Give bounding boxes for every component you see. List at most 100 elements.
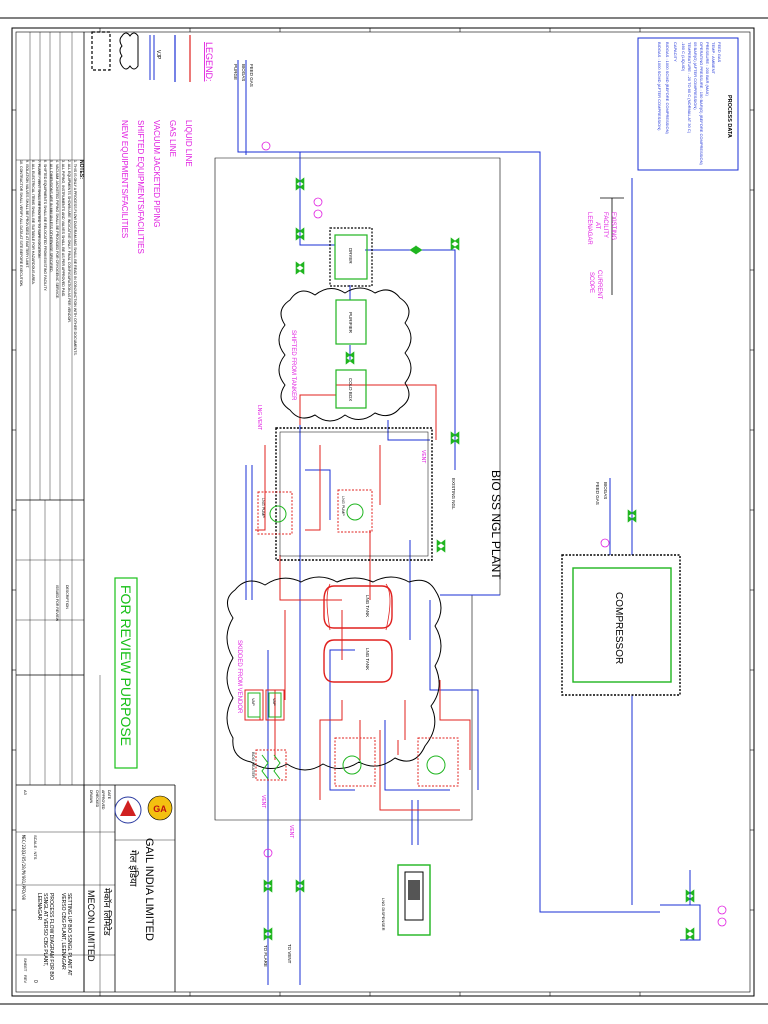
new-equipment-inner <box>279 431 429 557</box>
process-data-line: OPERATING PRESSURE : 150 BAR(G) (BEFORE … <box>699 42 704 166</box>
scale-label: SCALE : NTS <box>33 835 38 860</box>
approved-label: APPROVED <box>101 790 105 810</box>
consultant-name: MECON LIMITED <box>86 890 96 962</box>
bog-heater-label: BOG HEATER <box>251 752 256 778</box>
instrument-icon <box>313 197 323 207</box>
vap-2-inner <box>268 692 282 718</box>
valve-icon <box>263 927 273 941</box>
valves <box>263 177 695 941</box>
dispenser-label: LNG DISPENSER <box>381 898 386 931</box>
valve-icon <box>450 431 460 445</box>
vap-1-inner <box>247 692 261 718</box>
existing-facility-3: AT <box>594 222 600 230</box>
date-label: DATE <box>107 790 111 800</box>
vent-label: VENT <box>288 825 294 838</box>
legend-shifted: SHIFTED EQUIPMENTS/FACILITIES <box>136 120 145 254</box>
pump-enclosure-1 <box>257 491 293 535</box>
purifier-label: PURIFIER <box>348 312 353 334</box>
drawing-title-2: SSNGL AT VERSO CBG PLANT, <box>42 893 48 966</box>
vap-1-label: VAP <box>251 698 256 706</box>
drawing-title-1: PROCESS FLOW DIAGRAM FOR BIO <box>48 893 54 980</box>
sheet-label: SHEET <box>23 958 28 972</box>
pump-icon <box>342 755 362 775</box>
legend-gas: GAS LINE <box>168 120 177 157</box>
note-item: 9. ISOLATION VALVES SHALL BE PROVIDED AT… <box>25 160 29 268</box>
vap-2-box <box>265 689 285 721</box>
gail-logo-mark: GA <box>153 804 167 814</box>
valve-icon <box>295 261 305 275</box>
checked-label: CHECKED <box>95 790 99 808</box>
instrument-icon <box>313 209 323 219</box>
note-item: 10. CONTRACTOR SHALL VERIFY ALL DATA AT … <box>19 160 23 287</box>
left-strip <box>16 32 176 992</box>
client-hindi: गेल इंडिया <box>127 850 139 887</box>
pump-2-label: LNG PUMP <box>341 496 345 516</box>
coldbox-label: COLD BOX <box>348 378 353 401</box>
pump-enclosure-3 <box>334 737 376 787</box>
bog-heater-coil <box>261 754 281 780</box>
liquid-lines <box>255 384 471 811</box>
coldbox-box <box>335 369 367 409</box>
process-data-line: TEMP : AMBIENT <box>711 42 716 74</box>
title-block: GA GAIL INDIA LIMITED गेल इंडिया MECON L… <box>21 585 173 984</box>
skid-from-vendor: SKIDDED FROM VENDOR <box>236 640 242 714</box>
gail-logo-icon <box>147 795 173 821</box>
note-item: 5. ALL DIMENSIONS ARE IN MM UNLESS OTHER… <box>49 160 53 273</box>
stream-vent-out: TO VENT <box>287 944 292 964</box>
sheet-border <box>11 27 755 997</box>
stream-bio-in-2: BIOGAS <box>603 482 608 499</box>
pump-enclosure-4 <box>417 737 459 787</box>
lng-tank-1 <box>323 585 393 629</box>
existing-facility-1: EXISTING <box>610 212 616 240</box>
legend-title: LEGEND: <box>204 42 214 82</box>
valve-icon <box>295 879 305 893</box>
project-title-1: SETTING UP BIO SSNGL PLANT AT <box>66 893 72 976</box>
purifier-box <box>335 299 367 345</box>
valve-icon <box>295 227 305 241</box>
client-name: GAIL INDIA LIMITED <box>143 838 155 941</box>
mecon-logo-triangle <box>120 800 136 816</box>
new-equipment-enclosure <box>275 427 433 561</box>
rev-number: 0 <box>32 980 38 983</box>
current-scope-1: CURRENT <box>596 270 602 300</box>
stream-to-flare: TO FLARE <box>263 945 268 967</box>
dispenser-screen <box>408 880 420 900</box>
legend-vjp-label: VJP <box>155 50 161 60</box>
gas-lines <box>237 60 660 985</box>
valve-icon <box>627 509 637 523</box>
note-item: 2. ALL EQUIPMENTS SHOWN ARE INDICATIVE O… <box>67 160 71 323</box>
dispenser-body <box>404 871 424 921</box>
plant-title: BIO SS NGL PLANT <box>489 470 503 580</box>
valve-icon <box>436 539 446 553</box>
pump-icon <box>426 755 446 775</box>
legend-new-symbol <box>91 31 111 71</box>
dryer-enclosure <box>329 227 373 287</box>
sheet-inner-border <box>15 31 751 993</box>
process-data-title: PROCESS DATA <box>726 95 732 138</box>
pump-1-label: LNG PUMP <box>261 498 265 518</box>
note-item: 4. VACUUM JACKETED PIPING SHALL BE PROVI… <box>55 160 59 299</box>
process-data-line: BIOGAS : 1000 SCMD (AFTER COMPRESSION) <box>657 42 662 131</box>
existing-facility-4: LEENAGAR <box>586 212 592 245</box>
lng-tank-2 <box>323 639 393 683</box>
vent-label-2: VENT <box>420 450 426 463</box>
note-item: 7. FLARE / VENT SHALL BE ROUTED TO SAFE … <box>37 160 41 259</box>
note-item: 6. SHIFTED EQUIPMENTS SHALL BE RELOCATED… <box>43 160 47 291</box>
pump-enclosure-2 <box>337 489 373 533</box>
pump-icon <box>269 505 287 523</box>
existing-facility-2: FACILITY <box>602 212 608 238</box>
consultant-hindi: मेकॉन लिमिटेड <box>102 888 113 936</box>
existing-branch <box>660 904 701 941</box>
process-data-line: CAPACITY <box>673 42 678 62</box>
rev-label: REV <box>23 975 28 984</box>
shifted-cloud-lower <box>226 576 442 771</box>
process-data-line: PRESSURE : 200 BAR (MAX) <box>705 42 710 96</box>
lng-vent-label: LNG VENT <box>256 405 262 430</box>
valve-icon <box>450 237 460 251</box>
process-data-line: FEED GAS <box>717 42 722 63</box>
valve-icon <box>685 927 695 941</box>
legend-new: NEW EQUIPMENTS/FACILITIES <box>120 120 129 238</box>
lng-tank-1-label: LNG TANK <box>365 595 370 617</box>
project-title-2: VERSO CBG PLANT, LEENAGAR <box>60 893 66 970</box>
